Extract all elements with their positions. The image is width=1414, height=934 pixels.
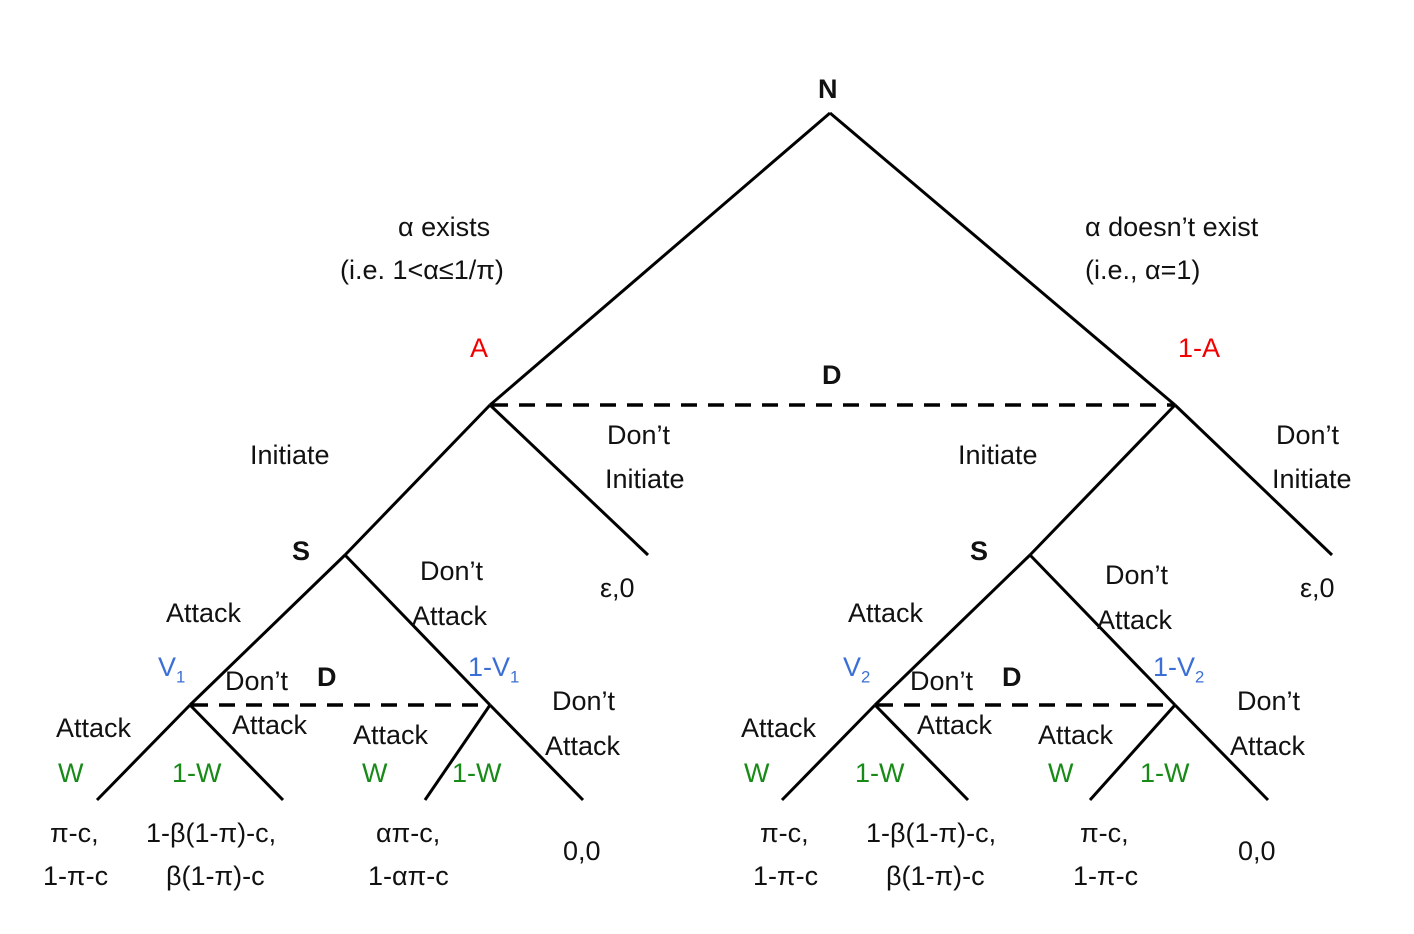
edge-left-vbar-dont bbox=[488, 703, 585, 802]
left-payoff-vbar-attack-line2: 1-απ-c bbox=[368, 861, 449, 891]
right-payoff-attack-line2: 1-π-c bbox=[753, 861, 819, 891]
edge-left-dont-initiate bbox=[488, 403, 650, 557]
right-dont-initiate-line2: Initiate bbox=[1272, 464, 1352, 494]
right-v2-dont-attack-line2: Attack bbox=[917, 710, 993, 740]
left-lower-info-set-label: D bbox=[317, 662, 337, 692]
left-v1-dont-prob: 1-W bbox=[172, 758, 222, 788]
edge-right-v-attack bbox=[780, 703, 877, 802]
left-payoff-attack-line1: π-c, bbox=[50, 818, 99, 848]
left-dont-attack-line1: Don’t bbox=[420, 556, 484, 586]
right-dont-attack-line1: Don’t bbox=[1105, 560, 1169, 590]
right-1mv2-dont-attack-line2: Attack bbox=[1230, 731, 1306, 761]
right-payoff-dont-line2: β(1-π)-c bbox=[886, 861, 985, 891]
right-initiate-label: Initiate bbox=[958, 440, 1038, 470]
right-payoff-zero: 0,0 bbox=[1238, 836, 1276, 866]
left-dont-initiate-line1: Don’t bbox=[607, 420, 671, 450]
right-lower-info-set-label: D bbox=[1002, 662, 1022, 692]
left-dont-attack-line2: Attack bbox=[412, 601, 488, 631]
left-v1-node-label: V1 bbox=[158, 652, 186, 687]
right-1mv2-dont-prob: 1-W bbox=[1140, 758, 1190, 788]
nature-left-probability: A bbox=[470, 333, 489, 363]
right-payoff-dont-line1: 1-β(1-π)-c, bbox=[866, 818, 997, 848]
right-dont-attack-line2: Attack bbox=[1097, 605, 1173, 635]
edge-left-attack bbox=[188, 553, 347, 707]
edge-right-initiate bbox=[1028, 403, 1177, 557]
root-node-label: N bbox=[818, 74, 838, 104]
left-payoff-vbar-attack-line1: απ-c, bbox=[376, 818, 441, 848]
right-v2-node-label: V2 bbox=[843, 652, 871, 687]
edge-left-dont-attack bbox=[343, 553, 492, 707]
left-1mv1-attack-label: Attack bbox=[353, 720, 429, 750]
left-initiate-label: Initiate bbox=[250, 440, 330, 470]
right-1mv2-node-label: 1-V2 bbox=[1153, 652, 1205, 687]
right-1mv2-dont-attack-line1: Don’t bbox=[1237, 686, 1301, 716]
right-payoff-vbar-attack-line1: π-c, bbox=[1080, 818, 1129, 848]
edge-nature-right bbox=[829, 111, 1176, 407]
nature-left-condition-line1: α exists bbox=[398, 212, 491, 242]
left-1mv1-dont-prob: 1-W bbox=[452, 758, 502, 788]
left-payoff-zero: 0,0 bbox=[563, 836, 601, 866]
nature-right-condition-line2: (i.e., α=1) bbox=[1085, 255, 1201, 285]
edge-right-dont-attack bbox=[1028, 553, 1177, 707]
right-payoff-attack-line1: π-c, bbox=[760, 818, 809, 848]
right-1mv2-attack-prob: W bbox=[1048, 758, 1074, 788]
edge-left-initiate bbox=[343, 403, 492, 557]
left-v1-attack-prob: W bbox=[58, 758, 84, 788]
edge-right-attack bbox=[873, 553, 1032, 707]
left-payoff-dont-line1: 1-β(1-π)-c, bbox=[146, 818, 277, 848]
right-s-node-label: S bbox=[970, 536, 989, 566]
edge-right-vbar-attack bbox=[1088, 703, 1177, 802]
defender-info-set-label: D bbox=[822, 360, 842, 390]
left-attack-label: Attack bbox=[166, 598, 242, 628]
left-s-node-label: S bbox=[292, 536, 311, 566]
nature-left-condition-line2: (i.e. 1<α≤1/π) bbox=[340, 255, 504, 285]
edge-right-dont-initiate bbox=[1173, 403, 1334, 557]
right-dont-initiate-payoff: ε,0 bbox=[1300, 573, 1335, 603]
right-v2-attack-prob: W bbox=[744, 758, 770, 788]
left-1mv1-node-label: 1-V1 bbox=[468, 652, 520, 687]
edge-left-v-attack bbox=[95, 703, 192, 802]
nature-right-condition-line1: α doesn’t exist bbox=[1085, 212, 1259, 242]
nature-right-probability: 1-A bbox=[1178, 333, 1221, 363]
edge-left-vbar-attack bbox=[423, 704, 492, 801]
right-v2-attack-label: Attack bbox=[741, 713, 817, 743]
left-payoff-attack-line2: 1-π-c bbox=[43, 861, 109, 891]
left-1mv1-dont-attack-line1: Don’t bbox=[552, 686, 616, 716]
left-1mv1-dont-attack-line2: Attack bbox=[545, 731, 621, 761]
edge-right-v-dont bbox=[873, 703, 970, 802]
right-attack-label: Attack bbox=[848, 598, 924, 628]
left-dont-initiate-line2: Initiate bbox=[605, 464, 685, 494]
right-1mv2-attack-label: Attack bbox=[1038, 720, 1114, 750]
edge-left-v-dont bbox=[188, 703, 285, 802]
edge-right-vbar-dont bbox=[1173, 703, 1270, 802]
left-payoff-dont-line2: β(1-π)-c bbox=[166, 861, 265, 891]
left-dont-initiate-payoff: ε,0 bbox=[600, 573, 635, 603]
left-v1-dont-attack-line2: Attack bbox=[232, 710, 308, 740]
left-v1-dont-attack-line1: Don’t bbox=[225, 666, 289, 696]
right-dont-initiate-line1: Don’t bbox=[1276, 420, 1340, 450]
left-v1-attack-label: Attack bbox=[56, 713, 132, 743]
edge-nature-left bbox=[489, 111, 831, 407]
right-v2-dont-attack-line1: Don’t bbox=[910, 666, 974, 696]
right-v2-dont-prob: 1-W bbox=[855, 758, 905, 788]
right-payoff-vbar-attack-line2: 1-π-c bbox=[1073, 861, 1139, 891]
left-1mv1-attack-prob: W bbox=[362, 758, 388, 788]
